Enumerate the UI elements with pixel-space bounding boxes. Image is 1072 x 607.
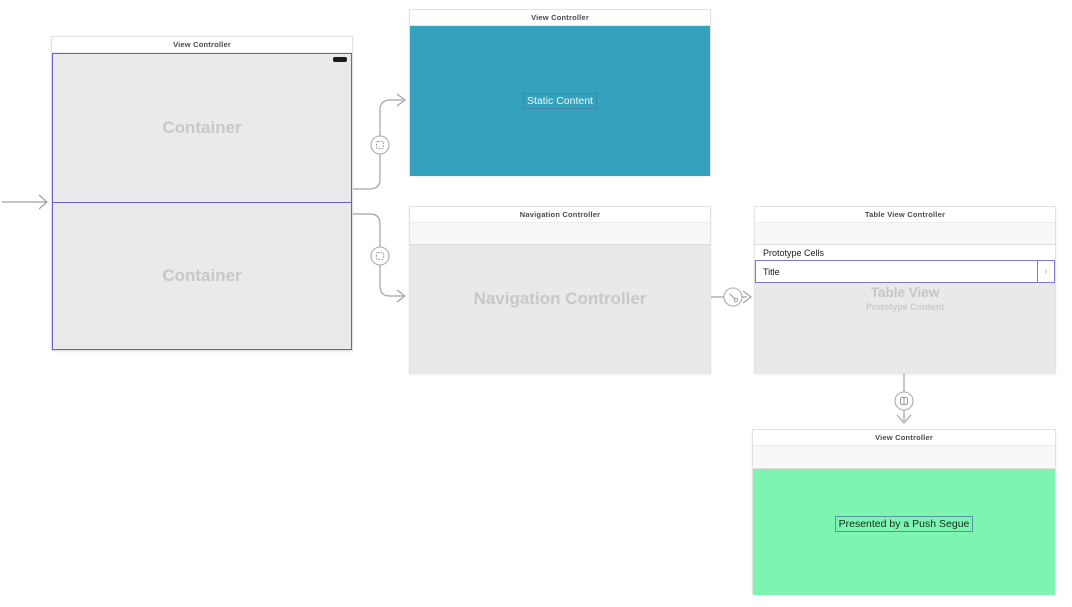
- scene-title: Table View Controller: [864, 210, 946, 219]
- push-vc-view[interactable]: Presented by a Push Segue: [753, 469, 1055, 595]
- prototype-cells-row: Prototype Cells: [755, 245, 1055, 260]
- embed-segue-top[interactable]: [352, 93, 406, 190]
- prototype-cells-label: Prototype Cells: [763, 247, 825, 258]
- scene-push-vc[interactable]: View Controller Presented by a Push Segu…: [753, 430, 1055, 595]
- nav-placeholder-label: Navigation Controller: [473, 288, 647, 308]
- container-view-bottom[interactable]: Container: [52, 202, 352, 350]
- relationship-segue[interactable]: [710, 287, 752, 307]
- embed-segue-bottom[interactable]: [352, 213, 406, 303]
- scene-title: Navigation Controller: [519, 210, 601, 219]
- container-placeholder-label: Container: [162, 266, 242, 285]
- scene-header[interactable]: View Controller: [410, 10, 710, 26]
- scene-header[interactable]: Table View Controller: [755, 207, 1055, 223]
- scene-static-vc[interactable]: View Controller Static Content: [410, 10, 710, 176]
- container-view-top[interactable]: Container: [52, 53, 352, 203]
- scene-title: View Controller: [875, 433, 933, 442]
- push-segue-icon: [900, 397, 908, 405]
- relationship-segue-icon: [729, 293, 739, 303]
- battery-icon: [333, 57, 347, 62]
- initial-vc-arrow[interactable]: [2, 194, 48, 210]
- nav-controller-view[interactable]: Navigation Controller: [410, 223, 710, 374]
- table-header-area[interactable]: [755, 223, 1055, 245]
- static-vc-view[interactable]: Static Content: [410, 26, 710, 176]
- scene-title: View Controller: [531, 13, 589, 22]
- cell-content[interactable]: Title: [756, 261, 1038, 282]
- scene-navigation-controller[interactable]: Navigation Controller Navigation Control…: [410, 207, 710, 374]
- scene-container-vc[interactable]: View Controller Container Container: [52, 37, 352, 350]
- disclosure-chevron-icon[interactable]: ›: [1044, 266, 1048, 277]
- scene-table-view-controller[interactable]: Table View Controller Prototype Cells Ti…: [755, 207, 1055, 374]
- scene-header[interactable]: View Controller: [753, 430, 1055, 446]
- embed-segue-icon: [376, 141, 384, 149]
- table-view[interactable]: Prototype Cells Title › Table View Proto…: [755, 223, 1055, 374]
- scene-header[interactable]: Navigation Controller: [410, 207, 710, 223]
- navigation-bar[interactable]: [410, 223, 710, 245]
- container-placeholder-label: Container: [162, 118, 242, 137]
- static-content-label[interactable]: Static Content: [523, 93, 597, 109]
- embed-segue-icon: [376, 252, 384, 260]
- table-view-body[interactable]: [755, 283, 1055, 374]
- prototype-cell[interactable]: Title ›: [755, 260, 1055, 283]
- push-segue[interactable]: [894, 373, 914, 424]
- scene-header[interactable]: View Controller: [52, 37, 352, 53]
- cell-title-label: Title: [763, 266, 780, 277]
- navigation-bar[interactable]: [753, 446, 1055, 469]
- push-segue-label[interactable]: Presented by a Push Segue: [834, 516, 974, 532]
- scene-title: View Controller: [173, 40, 231, 49]
